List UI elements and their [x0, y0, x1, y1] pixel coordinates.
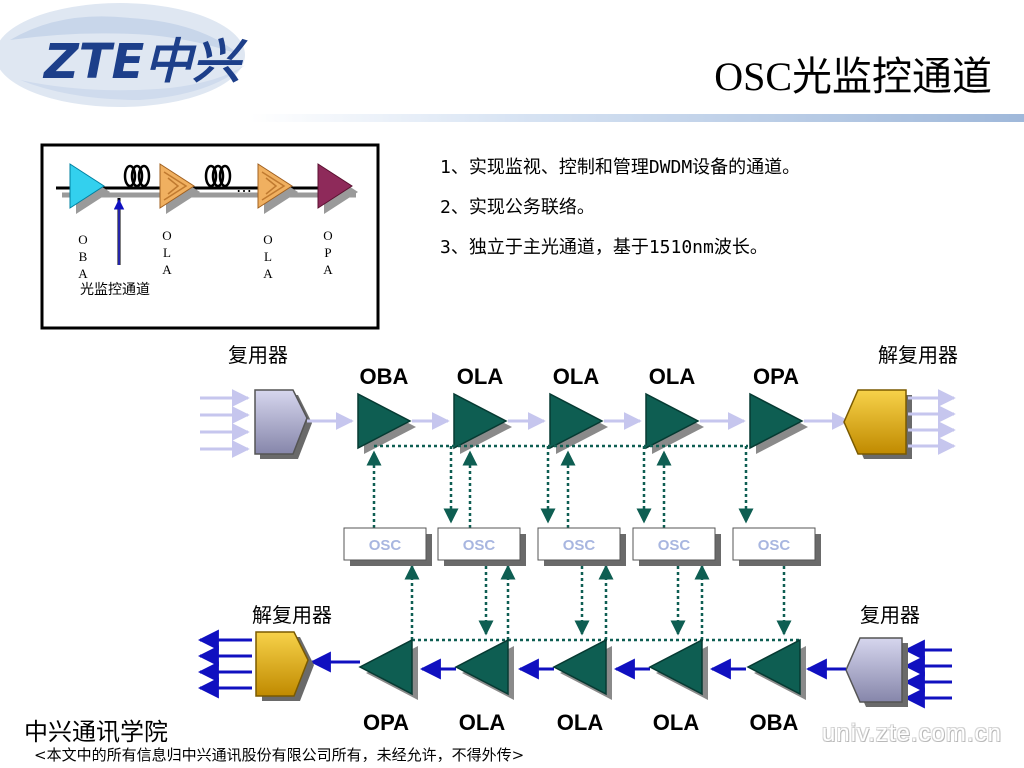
amplifier-label: OPA: [363, 710, 409, 735]
amplifier-label: OBA: [360, 364, 409, 389]
amplifier-ola: [454, 638, 509, 696]
footer-org: 中兴通讯学院: [24, 718, 168, 746]
svg-text:…: …: [236, 177, 252, 196]
amplifier-label: OLA: [459, 710, 506, 735]
top-demux-label: 解复用器: [878, 343, 958, 367]
osc-box: [537, 527, 621, 561]
osc-boxes: OSC OSC OSC OSC OSC: [343, 527, 821, 566]
top-mux-label: 复用器: [228, 343, 288, 367]
osc-box: [732, 527, 816, 561]
forward-chain: OBA OLA OLA OLA OPA 复用器 解复用器: [200, 343, 958, 459]
osc-box-label: OSC: [563, 537, 596, 554]
page-title: OSC光监控通道: [714, 54, 992, 99]
point-2: 2、实现公务联络。: [440, 197, 595, 218]
osc-box-label: OSC: [658, 537, 691, 554]
amplifier-oba: [746, 638, 801, 696]
inset-opa-amp: [317, 163, 353, 209]
amplifier-label: OLA: [653, 710, 700, 735]
amplifier-ola: [549, 392, 604, 450]
demultiplexer-bottom: [255, 631, 309, 697]
amplifier-ola: [645, 392, 700, 450]
key-points: 1、实现监视、控制和管理DWDM设备的通道。 2、实现公务联络。 3、独立于主光…: [440, 148, 800, 268]
amplifier-label: OLA: [649, 364, 696, 389]
amplifier-opa: [749, 392, 804, 450]
website-watermark: univ.zte.com.cn: [822, 720, 1002, 747]
title-divider: [250, 114, 1024, 122]
amplifier-ola: [552, 638, 607, 696]
point-3: 3、独立于主光通道，基于1510nm波长。: [440, 237, 768, 258]
fiber-coil-icon: [123, 164, 151, 188]
osc-box-label: OSC: [463, 537, 496, 554]
bottom-mux-label: 复用器: [860, 603, 920, 627]
bottom-demux-label: 解复用器: [252, 603, 332, 627]
inset-oba-amp: [69, 163, 105, 209]
osc-box: [437, 527, 521, 561]
amplifier-opa: [358, 638, 413, 696]
footer-copyright: <本文中的所有信息归中兴通讯股份有限公司所有，未经允许，不得外传>: [34, 746, 525, 764]
osc-box: [632, 527, 716, 561]
reverse-chain: OPA OLA OLA OLA OBA 解复用器 复用器: [197, 603, 952, 735]
point-1: 1、实现监视、控制和管理DWDM设备的通道。: [440, 157, 801, 178]
amplifier-label: OBA: [750, 710, 799, 735]
amplifier-ola: [648, 638, 703, 696]
amplifier-label: OLA: [457, 364, 504, 389]
osc-box-label: OSC: [758, 537, 791, 554]
zte-logo: ZTE中兴: [0, 3, 248, 107]
amplifier-label: OLA: [557, 710, 604, 735]
osc-box: [343, 527, 427, 561]
fiber-coil-icon: [204, 164, 232, 188]
multiplexer-top: [254, 389, 308, 455]
osc-box-label: OSC: [369, 537, 402, 554]
amplifier-label: OLA: [553, 364, 600, 389]
multiplexer-bottom: [845, 637, 903, 703]
logo-text: ZTE中兴: [42, 34, 248, 90]
amplifier-ola: [453, 392, 508, 450]
inset-osc-label: 光监控通道: [80, 282, 150, 298]
demultiplexer-top: [843, 389, 907, 455]
amplifier-oba: [357, 392, 412, 450]
amplifier-label: OPA: [753, 364, 799, 389]
